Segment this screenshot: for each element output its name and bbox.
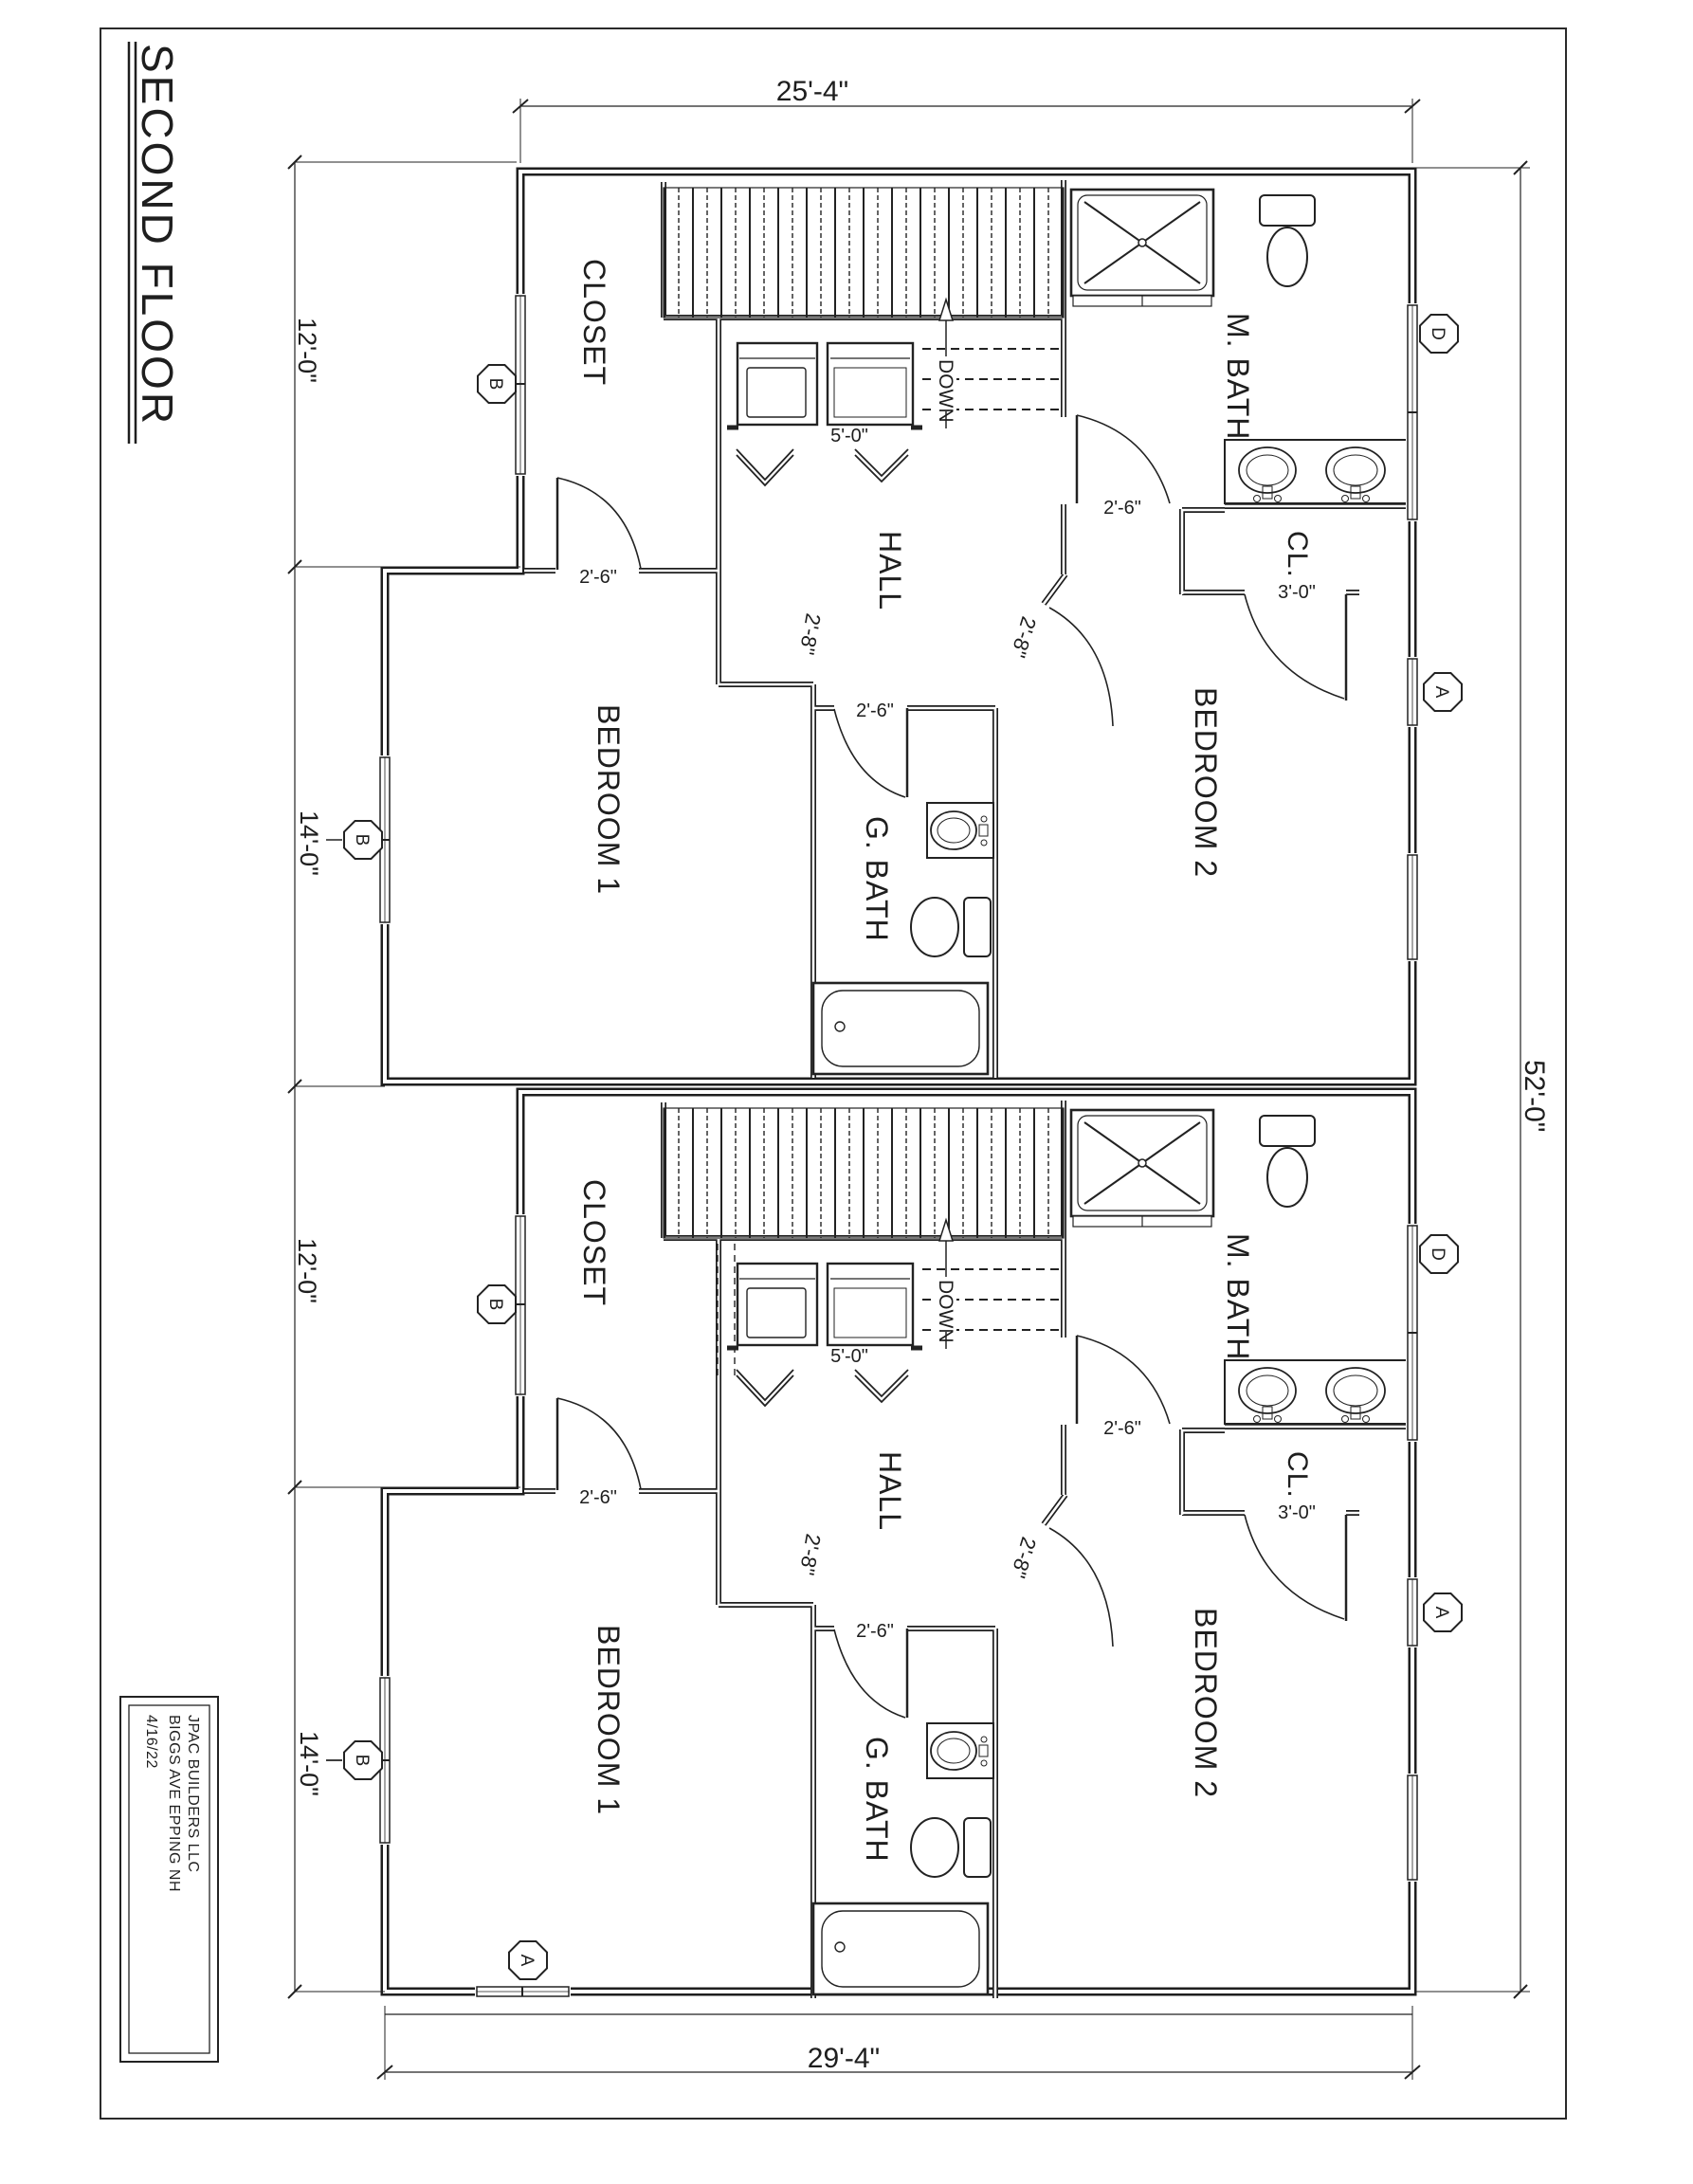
title-block-outer bbox=[119, 1696, 219, 2063]
grid-bubbles: B B D A bbox=[326, 314, 1463, 860]
dimension-left: 12'-0" 14'-0" 12'-0" 14'-0" bbox=[287, 155, 520, 1999]
bubble-b-bedroom1: B bbox=[352, 834, 372, 846]
bedroom2-door-swing bbox=[1048, 607, 1114, 727]
stairs-upper-run bbox=[663, 187, 1065, 318]
linen-closets bbox=[727, 341, 922, 487]
bubble-a-bottom: A bbox=[517, 1955, 537, 1967]
dim-top-25-4: 25'-4" bbox=[776, 76, 848, 107]
dim-left-14-0-upper: 14'-0" bbox=[295, 810, 323, 876]
gbath-door-swing bbox=[833, 708, 906, 798]
dim-2-8-left: 2'-8" bbox=[794, 611, 825, 656]
toilet-bowl bbox=[910, 897, 959, 957]
dim-2-6-mbath: 2'-6" bbox=[1103, 498, 1141, 519]
double-vanity bbox=[1224, 439, 1411, 504]
mbath-door-swing bbox=[1076, 414, 1171, 504]
toilet-tank bbox=[1259, 194, 1316, 227]
dim-bottom-29-4: 29'-4" bbox=[808, 2043, 880, 2074]
room-label-bedroom1: BEDROOM 1 bbox=[592, 704, 626, 895]
dim-right-52-0: 52'-0" bbox=[1519, 1060, 1550, 1132]
stair-label-down: DOWN bbox=[935, 359, 956, 423]
closet-door-swing-left bbox=[736, 448, 794, 487]
sheet-title: SECOND FLOOR bbox=[127, 42, 182, 444]
toilet-bowl bbox=[1266, 227, 1308, 287]
title-block-address: BIGGS AVE EPPING NH bbox=[166, 1715, 182, 1892]
room-label-g-bath: G. BATH bbox=[860, 816, 894, 942]
bathtub bbox=[811, 981, 990, 1076]
room-label-bedroom2: BEDROOM 2 bbox=[1189, 687, 1223, 878]
room-label-m-bath: M. BATH bbox=[1221, 313, 1255, 440]
unit-b-extras: A bbox=[385, 1244, 1412, 2015]
dimension-bottom: 29'-4" bbox=[376, 2006, 1421, 2080]
room-label-cl: CL. bbox=[1282, 531, 1313, 578]
title-block: JPAC BUILDERS LLC BIGGS AVE EPPING NH 4/… bbox=[119, 1696, 219, 2063]
dim-2-8-right: 2'-8" bbox=[1006, 614, 1041, 661]
page-title: SECOND FLOOR bbox=[133, 44, 182, 427]
title-block-company: JPAC BUILDERS LLC bbox=[185, 1715, 201, 1872]
title-block-date: 4/16/22 bbox=[143, 1715, 159, 1769]
dimension-top: 25'-4" bbox=[512, 76, 1421, 163]
dim-5-0: 5'-0" bbox=[830, 426, 868, 446]
cl-door-swing bbox=[1244, 593, 1345, 700]
doors bbox=[555, 414, 1348, 798]
unit-a: B B D A CLOSET M. BATH HALL BEDROOM 1 BE… bbox=[326, 180, 1463, 1078]
bubble-b-closet: B bbox=[485, 378, 505, 391]
down-arrow-head bbox=[938, 297, 955, 321]
dim-left-12-0-lower: 12'-0" bbox=[293, 1238, 321, 1303]
closet-door-swing-right bbox=[854, 448, 909, 483]
bubble-a: A bbox=[1431, 686, 1451, 699]
room-label-hall: HALL bbox=[873, 531, 907, 610]
bubble-d: D bbox=[1428, 327, 1447, 340]
unit-b bbox=[326, 1101, 1462, 1998]
toilet-tank bbox=[963, 897, 992, 957]
master-bath-fixtures bbox=[1069, 188, 1411, 504]
bedroom1-door-swing bbox=[556, 477, 642, 570]
windows bbox=[378, 294, 1419, 961]
dim-left-14-0-lower: 14'-0" bbox=[295, 1731, 323, 1796]
dim-2-6-gbath: 2'-6" bbox=[856, 701, 894, 721]
dimension-right: 52'-0" bbox=[1416, 160, 1550, 1999]
sheet-border bbox=[100, 27, 1567, 2120]
dim-2-6-bedroom1: 2'-6" bbox=[579, 567, 617, 588]
guest-bath-fixtures bbox=[811, 802, 994, 1076]
title-block-inner bbox=[128, 1704, 210, 2054]
dim-left-12-0-upper: 12'-0" bbox=[293, 318, 321, 383]
dim-3-0-cl: 3'-0" bbox=[1278, 582, 1316, 603]
room-label-closet: CLOSET bbox=[577, 259, 611, 386]
tub-drain bbox=[834, 1021, 846, 1032]
